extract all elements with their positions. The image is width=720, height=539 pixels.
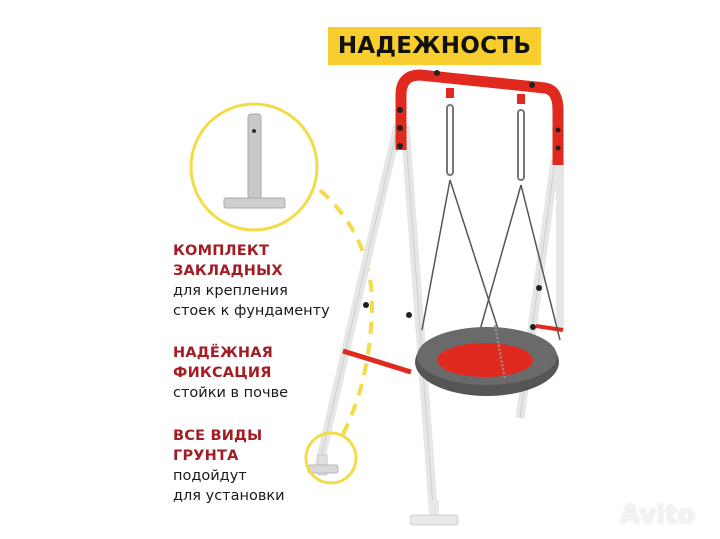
feature-text: стойки в почве [173,385,289,401]
feature-heading: НАДЁЖНАЯ [173,345,274,361]
feature-text: подойдут [173,468,247,484]
feature-text: для установки [173,488,285,504]
anchor-callout-icon [189,102,375,441]
swing-ropes [421,88,561,341]
feature-heading: ВСЕ ВИДЫ [173,428,263,444]
nest-seat [415,324,559,396]
feature-heading: КОМПЛЕКТ [173,243,270,259]
page-title: НАДЕЖНОСТЬ [337,33,532,59]
feature-all-soil-types: ВСЕ ВИДЫ ГРУНТА подойдут для установки [173,426,285,506]
feature-heading: ЗАКЛАДНЫХ [173,263,283,279]
avito-watermark: Avito [620,500,696,530]
feature-anchor-kit: КОМПЛЕКТ ЗАКЛАДНЫХ для крепления стоек к… [173,241,330,321]
foot-callout-icon [304,431,358,485]
title-banner: НАДЕЖНОСТЬ [328,27,541,65]
feature-text: для крепления [173,283,288,299]
feature-heading: ФИКСАЦИЯ [173,365,272,381]
feature-text: стоек к фундаменту [173,303,330,319]
feature-reliable-fixation: НАДЁЖНАЯ ФИКСАЦИЯ стойки в почве [173,343,288,403]
feature-heading: ГРУНТА [173,448,239,464]
